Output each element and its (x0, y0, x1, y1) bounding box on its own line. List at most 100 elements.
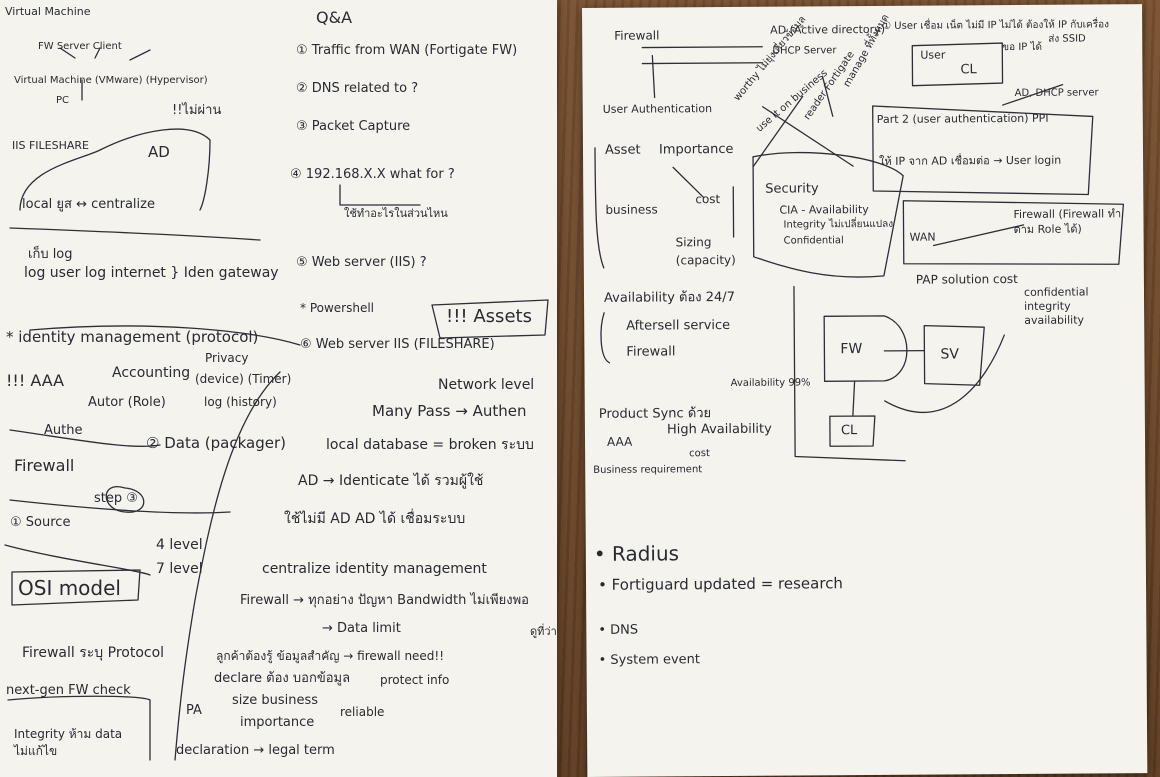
osi-model-label: OSI model (18, 576, 121, 600)
pa-label: PA (186, 703, 202, 718)
question-2: ② DNS related to ? (296, 81, 419, 96)
cl-node-label: CL (840, 423, 858, 439)
assets-label: !!! Assets (446, 306, 532, 327)
data-packager-label: ② Data (packager) (146, 434, 286, 452)
step1-label: ① User เชื่อม เน็ต ไม่มี IP ไม่ได้ ต้องใ… (882, 19, 1110, 32)
many-pass-label: Many Pass → Authen (372, 402, 527, 420)
ad-dhcp-label: AD, DHCP server (1014, 87, 1099, 99)
protect-info-label: protect info (380, 673, 450, 687)
integrity-label: Integrity ห้าม data ไม่แก้ไข (14, 727, 123, 758)
log-line: log user log internet } Iden gateway (24, 265, 279, 281)
business-label: business (605, 202, 658, 217)
firewall-role-label: Firewall (Firewall ทำตาม Role ได้) (1013, 207, 1122, 237)
wan-label: WAN (909, 230, 936, 244)
system-event-label: • System event (598, 652, 701, 668)
size-business-label: size business (232, 693, 318, 708)
part2-label: Part 2 (user authentication) PPI (876, 111, 1049, 126)
firewall-label: Firewall (14, 456, 75, 475)
confidential-right-label: confidential (1023, 285, 1089, 299)
vm-title: Virtual Machine (5, 5, 91, 18)
next-gen-label: next-gen FW check (6, 683, 131, 698)
pap-solution-label: PAP solution cost (915, 271, 1018, 287)
step3-label: step ③ (94, 491, 138, 506)
dns-label: • DNS (598, 622, 639, 638)
device-timer-label: (device) (Timer) (195, 372, 292, 386)
question-4: ④ 192.168.X.X what for ? (290, 167, 455, 182)
fw-node-label: FW (840, 341, 863, 358)
aftersell-label: Aftersell service (626, 317, 731, 334)
send-ssid-label: ส่ง SSID (1048, 33, 1086, 45)
availability-99-label: Availability 99% (730, 377, 811, 389)
availability-right-label: availability (1024, 313, 1085, 327)
security-label: Security (765, 181, 819, 197)
radius-label: • Radius (593, 541, 680, 566)
accounting-label: Accounting (112, 365, 191, 381)
importance-label: importance (240, 715, 315, 730)
right-sheet-ink-strokes (594, 42, 1125, 462)
question-6: ⑥ Web server IIS (FILESHARE) (300, 337, 495, 352)
asset-label: Asset (604, 142, 641, 158)
local-vs-centralize: local ยูส ↔ centralize (22, 197, 155, 212)
left-sheet-ink-strokes (4, 47, 549, 761)
aaa-label: !!! AAA (6, 371, 65, 390)
log-header: เก็บ log (28, 247, 73, 262)
fortiguard-label: • Fortiguard updated = research (597, 574, 843, 594)
privacy-label: Privacy (205, 351, 249, 365)
cost-label: cost (695, 192, 721, 207)
cl-box-label: CL (960, 62, 977, 78)
four-level-label: 4 level (156, 537, 203, 553)
product-sync-label: Product Sync ด้วย (598, 406, 712, 422)
source-label: ① Source (10, 515, 71, 530)
not-pass-label: !!ไม่ผ่าน (172, 103, 222, 118)
question-4-note: ใช้ทำอะไรในส่วนไหน (344, 207, 448, 220)
left-notes-sheet: Virtual Machine FW Server Client Virtual… (0, 0, 557, 777)
firewall-heading: Firewall (614, 28, 660, 43)
user-authentication-label: User Authentication (602, 102, 713, 116)
declaration-label: declaration → legal term (176, 743, 335, 758)
user-box-label: User (920, 48, 946, 62)
declare-thai-label: ลูกค้าต้องรู้ ข้อมูลสำคัญ → firewall nee… (216, 649, 445, 663)
ad-line-label: ใช้ไม่มี AD AD ได้ เชื่อมระบบ (284, 511, 466, 527)
ask-ip-label: ขอ IP ได้ (1002, 41, 1043, 54)
aaa-right-label: AAA (606, 434, 633, 449)
high-availability-label: High Availability (666, 421, 772, 438)
firewall-bandwidth-label: Firewall → ทุกอย่าง ปัญหา Bandwidth ไม่เ… (240, 593, 529, 608)
vm-machine-label: Virtual Machine (VMware) (Hypervisor) (14, 75, 208, 86)
importance-label-right: Importance (658, 141, 734, 158)
firewall-protocol-label: Firewall ระบุ Protocol (22, 645, 165, 661)
seven-level-label: 7 level (156, 561, 203, 577)
ip-ad-login-label: ให้ IP จาก AD เชื่อมต่อ → User login (879, 153, 1062, 168)
ad-label: AD (148, 143, 170, 161)
iis-fileshare-label: IIS FILESHARE (12, 139, 89, 152)
sv-node-label: SV (940, 346, 959, 363)
business-requirement-label: Business requirement (593, 464, 703, 476)
local-database-label: local database = broken ระบบ (326, 437, 534, 453)
question-5: ⑤ Web server (IIS) ? (296, 255, 427, 270)
sizing-label: Sizing (capacity) (675, 235, 736, 268)
integrity-label-right: Integrity ไม่เปลี่ยนแปลง (783, 218, 894, 231)
ad-identicate-label: AD → Identicate ได้ รวมผู้ใช้ (298, 473, 484, 489)
vm-pc-label: PC (56, 95, 70, 106)
cost-right-label: cost (689, 448, 710, 460)
confidential-label: Confidential (783, 235, 844, 247)
reliable-label: reliable (340, 705, 385, 719)
question-1: ① Traffic from WAN (Fortigate FW) (296, 43, 518, 58)
identity-management: * identity management (protocol) (6, 328, 259, 346)
powershell-note: * Powershell (300, 301, 375, 315)
vm-items: FW Server Client (38, 41, 122, 52)
qa-title: Q&A (316, 8, 353, 27)
declare-label: declare ต้อง บอกข้อมูล (214, 671, 351, 686)
centralize-label: centralize identity management (262, 561, 487, 577)
network-level-label: Network level (438, 377, 535, 393)
authe-label: Authe (44, 423, 83, 438)
firewall-item-label: Firewall (626, 344, 676, 360)
availability-label: Availability ต้อง 24/7 (603, 289, 735, 306)
cia-label: CIA - Availability (779, 203, 869, 217)
autor-role-label: Autor (Role) (88, 395, 166, 410)
data-limit-label: → Data limit (322, 621, 401, 636)
right-notes-sheet: Firewall AD (Active directory) DHCP Serv… (582, 4, 1148, 777)
log-history-label: log (history) (204, 395, 277, 409)
bandwidth-note: ดูที่ว่า (530, 625, 557, 638)
integrity-right-label: integrity (1024, 299, 1071, 313)
question-3: ③ Packet Capture (296, 119, 411, 134)
